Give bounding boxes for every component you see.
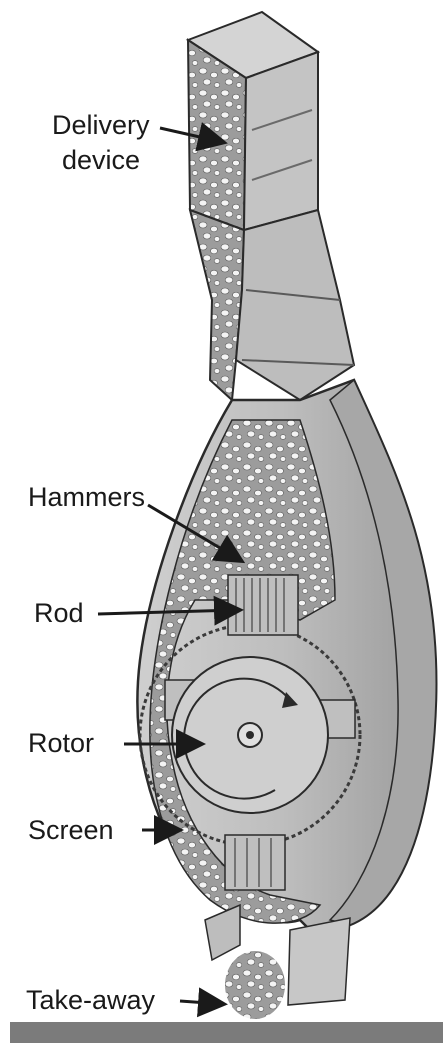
label-rotor: Rotor bbox=[28, 728, 94, 758]
label-rod: Rod bbox=[34, 598, 84, 628]
label-delivery-line2: device bbox=[62, 145, 140, 175]
bottom-bar bbox=[10, 1022, 443, 1043]
mill-housing bbox=[137, 380, 436, 930]
label-hammers: Hammers bbox=[28, 482, 145, 512]
label-takeaway: Take-away bbox=[26, 985, 155, 1015]
chute bbox=[190, 210, 354, 400]
label-delivery-line1: Delivery bbox=[52, 110, 150, 140]
label-screen: Screen bbox=[28, 815, 114, 845]
hopper bbox=[188, 12, 318, 230]
